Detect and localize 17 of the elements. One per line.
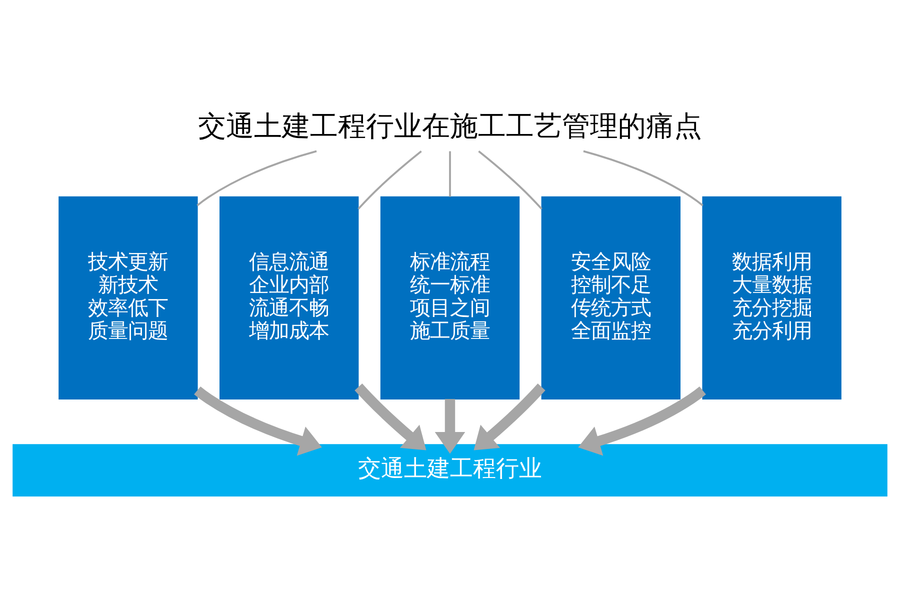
arrow <box>354 382 426 450</box>
arrow <box>194 386 322 456</box>
arrow <box>474 382 546 450</box>
node-box: 信息流通 企业内部 流通不畅 增加成本 <box>219 196 359 399</box>
arrow <box>434 398 466 454</box>
connector <box>583 150 704 206</box>
arrow <box>578 386 706 456</box>
connector <box>449 150 451 196</box>
connector <box>478 150 542 210</box>
node-box: 交通土建工程行业 <box>12 444 888 496</box>
connector <box>196 150 317 206</box>
node-box: 安全风险 控制不足 传统方式 全面监控 <box>541 196 681 399</box>
node-box: 数据利用 大量数据 充分挖掘 充分利用 <box>702 196 842 399</box>
connector <box>358 150 422 210</box>
node-box: 技术更新 新技术 效率低下 质量问题 <box>58 196 198 399</box>
node-box: 标准流程 统一标准 项目之间 施工质量 <box>380 196 520 399</box>
node-text: 交通土建工程行业在施工工艺管理的痛点 <box>198 108 702 142</box>
